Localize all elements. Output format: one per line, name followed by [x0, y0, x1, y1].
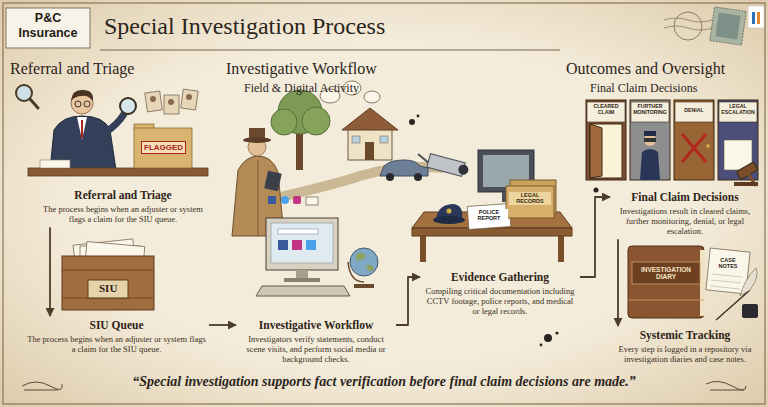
label-text: Investigative Workflow — [226, 60, 377, 78]
label-text: SIU — [95, 282, 121, 295]
stage-heading: Investigative Workflow — [239, 319, 393, 332]
stage-description: Every step is logged in a repository via… — [613, 344, 757, 364]
label-text: FLAGGED — [141, 141, 186, 154]
stage-description: Investigations result in cleared claims,… — [613, 206, 757, 236]
flow-arrow — [396, 277, 420, 325]
stage-description: Investigators verify statements, conduct… — [239, 334, 393, 364]
stage-heading: Referral and Triage — [41, 189, 205, 202]
stage-description: Compiling critical documentation includi… — [423, 286, 577, 316]
stage-block: Evidence GatheringCompiling critical doc… — [420, 268, 580, 319]
stage-heading: Final Claim Decisions — [613, 191, 757, 204]
stage-block: Systemic TrackingEvery step is logged in… — [610, 326, 760, 367]
stage-description: The process begins when an adjuster or s… — [27, 334, 206, 354]
label-text: Field & Digital Activity — [244, 82, 359, 96]
label-text: Referral and Triage — [10, 60, 134, 78]
stage-heading: Systemic Tracking — [613, 329, 757, 342]
label-text: LEGAL RECORDS — [509, 192, 551, 205]
label-text: DENIAL — [676, 108, 712, 114]
caption-text: “Special investigation supports fact ver… — [64, 374, 704, 390]
stage-block: Final Claim DecisionsInvestigations resu… — [610, 188, 760, 239]
label-text: P&C Insurance — [10, 11, 86, 41]
stage-description: The process begins when an adjuster or s… — [41, 204, 205, 224]
flow-arrow — [49, 227, 51, 316]
label-text: CLEARED CLAIM — [588, 104, 624, 116]
label-text: INVESTIGATION DIARY — [634, 266, 698, 281]
stage-block: SIU QueueThe process begins when an adju… — [24, 316, 209, 357]
label-text: LEGAL ESCALATION — [720, 104, 756, 116]
label-text: Final Claim Decisions — [590, 82, 697, 96]
stage-heading: Evidence Gathering — [423, 271, 577, 284]
label-text: FURTHER MONITORING — [632, 104, 668, 116]
stage-heading: SIU Queue — [27, 319, 206, 332]
stage-block: Referral and TriageThe process begins wh… — [38, 186, 208, 227]
title-text: Special Investigation Process — [104, 13, 385, 40]
label-text: POLICE REPORT — [470, 209, 508, 222]
flow-arrow — [580, 197, 610, 277]
flow-arrow — [617, 239, 619, 326]
flow-arrow — [209, 324, 236, 326]
label-text: CASE NOTES — [711, 257, 745, 270]
label-text: Outcomes and Oversight — [566, 60, 725, 78]
stage-block: Investigative WorkflowInvestigators veri… — [236, 316, 396, 367]
